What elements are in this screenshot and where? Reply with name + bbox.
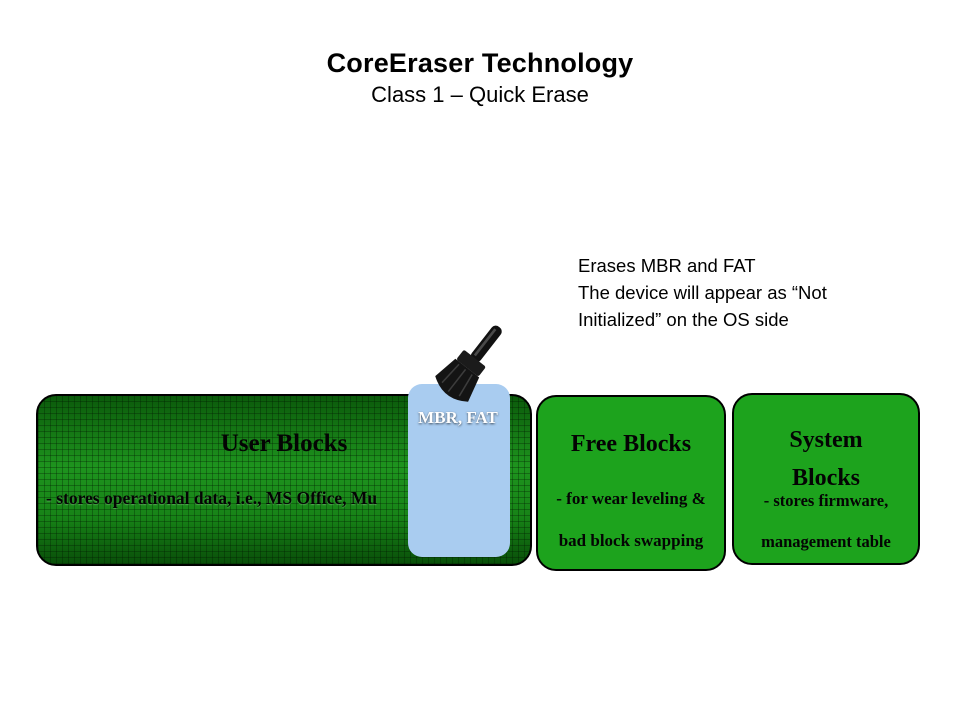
free-blocks-box: Free Blocks - for wear leveling & bad bl… xyxy=(536,395,726,571)
page-title: CoreEraser Technology xyxy=(326,48,634,78)
erase-annotation: Erases MBR and FAT The device will appea… xyxy=(578,252,827,333)
user-blocks-title: User Blocks xyxy=(220,430,348,457)
annotation-line: The device will appear as “Not xyxy=(578,282,827,303)
system-blocks-title: System Blocks xyxy=(789,427,863,491)
user-blocks-description: - stores operational data, i.e., MS Offi… xyxy=(46,488,378,508)
page-subtitle: Class 1 – Quick Erase xyxy=(371,82,589,107)
free-blocks-description: bad block swapping xyxy=(558,531,704,550)
system-blocks-description: - stores firmware, xyxy=(763,491,889,510)
free-blocks-description: - for wear leveling & xyxy=(556,489,706,508)
annotation-line: Initialized” on the OS side xyxy=(578,309,789,330)
brush-icon xyxy=(411,306,526,427)
annotation-line: Erases MBR and FAT xyxy=(578,255,756,276)
system-blocks-box: System Blocks - stores firmware, managem… xyxy=(732,393,920,565)
free-blocks-title: Free Blocks xyxy=(570,431,692,457)
erased-region-highlight xyxy=(408,384,510,557)
erased-region-label: MBR, FAT xyxy=(418,408,498,427)
system-blocks-description: management table xyxy=(761,532,891,551)
